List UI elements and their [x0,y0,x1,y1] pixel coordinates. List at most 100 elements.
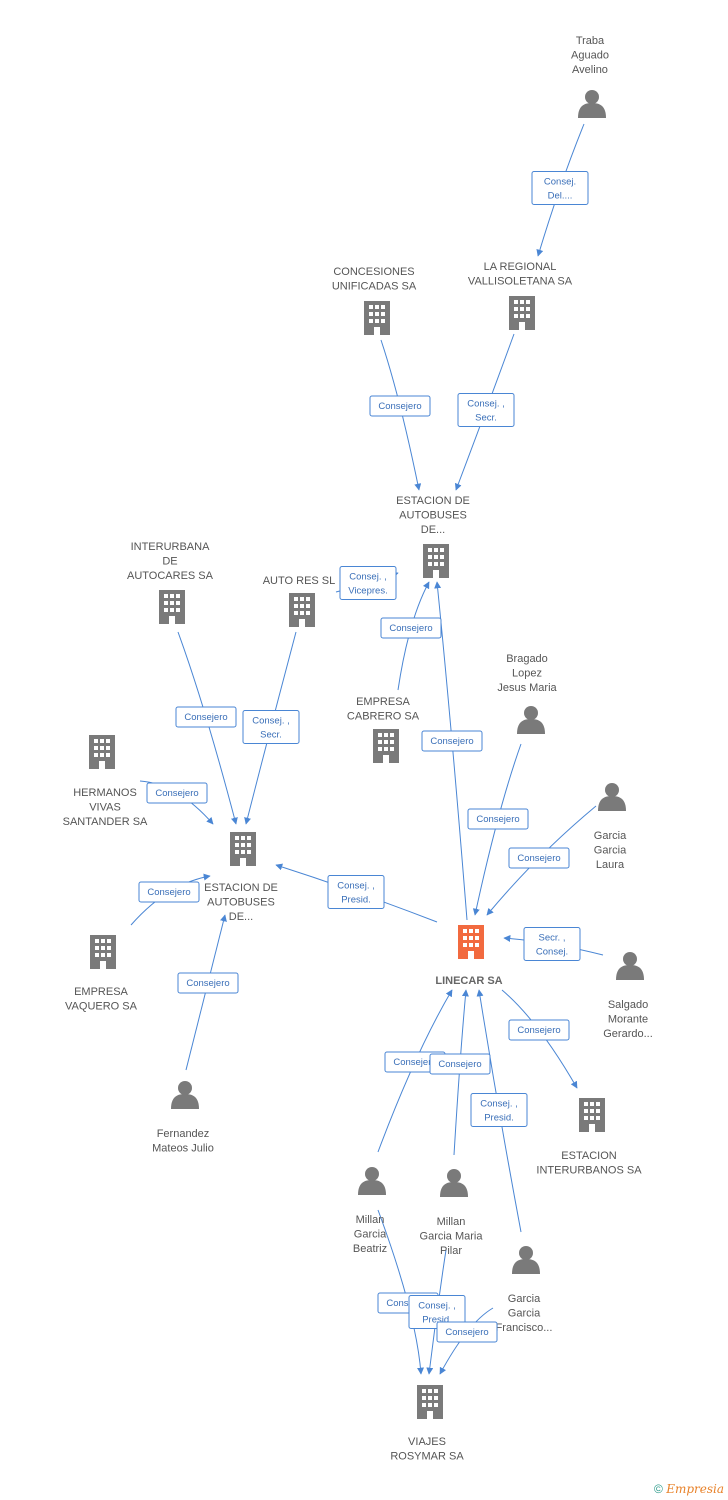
person-icon[interactable] [512,1246,540,1274]
node-label: Garcia [508,1308,541,1320]
relation-label-text: Secr. [475,413,497,424]
person-icon[interactable] [616,952,644,980]
node-label: VIAJES [408,1436,446,1448]
person-icon[interactable] [171,1081,199,1109]
node-label: DE [162,556,177,568]
node-label: CONCESIONES [333,266,414,278]
building-icon[interactable] [159,590,185,624]
relation-label-text: Presid. [341,895,371,906]
node-label: SANTANDER SA [63,816,148,828]
building-icon[interactable] [417,1385,443,1419]
building-icon[interactable] [509,296,535,330]
node-label: Gerardo... [603,1028,653,1040]
person-icon[interactable] [578,90,606,118]
person-icon[interactable] [598,783,626,811]
relation-label-concesiones-estacion1[interactable]: Consejero [369,395,431,417]
relation-label-text: Consejero [476,814,519,825]
copyright-symbol: © [654,1482,663,1496]
relation-label-text: Consejero [186,978,229,989]
node-label: Laura [596,859,625,871]
node-linecar[interactable]: LINECAR SA [435,925,503,987]
person-icon[interactable] [358,1167,386,1195]
node-label: Bragado [506,653,548,665]
node-label: VIVAS [89,802,121,814]
node-label: Millan [437,1216,466,1228]
building-icon[interactable] [458,925,484,959]
relation-label-text: Secr. [260,730,282,741]
relation-label-autores-estacion2[interactable]: Consej. ,Secr. [242,710,300,744]
relation-label-text: Consej. , [349,572,387,583]
node-label: ROSYMAR SA [390,1451,464,1463]
node-label: CABRERO SA [347,711,420,723]
node-label: UNIFICADAS SA [332,281,417,293]
relation-label-text: Consej. , [418,1301,456,1312]
node-label: AUTOBUSES [207,897,275,909]
node-label: Jesus Maria [497,682,557,694]
relation-label-linecar-estacion1[interactable]: Consejero [421,730,483,752]
relation-label-vaquero-estacion2[interactable]: Consejero [138,881,200,903]
relation-label-garciafr-viajes[interactable]: Consejero [436,1321,498,1343]
node-label: Traba [576,35,605,47]
node-label: ESTACION [561,1150,616,1162]
brand-logo: Empresia [666,1482,724,1496]
node-label: Garcia [594,845,627,857]
relation-label-garciafr-linecar[interactable]: Consej. ,Presid. [470,1093,528,1127]
relation-label-garcialaura-linecar[interactable]: Consejero [508,847,570,869]
building-icon[interactable] [90,935,116,969]
node-estacion1[interactable]: ESTACION DEAUTOBUSESDE... [396,495,470,578]
relation-label-autores-estacion1[interactable]: Consej. , Vicepres. [339,566,397,600]
building-icon[interactable] [230,832,256,866]
relation-label-text: Del.... [548,191,573,202]
building-icon[interactable] [579,1098,605,1132]
node-autores[interactable]: AUTO RES SL [263,575,336,627]
node-concesiones[interactable]: CONCESIONES UNIFICADAS SA [332,266,417,335]
relation-label-text: Consejero [517,1025,560,1036]
node-label: INTERURBANA [131,541,211,553]
node-garciafr[interactable]: GarciaGarciaFrancisco... [496,1246,553,1334]
node-salgado[interactable]: SalgadoMoranteGerardo... [603,952,653,1040]
relation-label-text: Consejero [517,853,560,864]
relation-label-regional-estacion1[interactable]: Consej. ,Secr. [457,393,515,427]
relation-label-millanp-viajes[interactable]: Consej. , Presid. [408,1295,466,1329]
relation-label-text: Consejero [147,887,190,898]
relation-label-traba-regional[interactable]: Consej.Del.... [531,171,589,205]
relation-label-fernandez-estacion2[interactable]: Consejero [177,972,239,994]
relation-label-interurbana-estacion2[interactable]: Consejero [175,706,237,728]
node-label: Pilar [440,1245,462,1257]
building-icon[interactable] [89,735,115,769]
relation-label-hermanos-estacion2[interactable]: Consejero [146,782,208,804]
node-label: Avelino [572,64,608,76]
node-label: Garcia [354,1229,387,1241]
node-viajes[interactable]: VIAJES ROSYMAR SA [390,1385,464,1463]
building-icon[interactable] [373,729,399,763]
node-label: Millan [356,1214,385,1226]
relation-label-text: Presid. [422,1315,452,1326]
node-estacion2[interactable]: ESTACION DEAUTOBUSESDE... [204,832,278,923]
building-icon[interactable] [364,301,390,335]
relation-label-salgado-linecar[interactable]: Secr. ,Consej. [523,927,581,961]
relation-label-text: Vicepres. [348,586,387,597]
node-label: Salgado [608,999,648,1011]
building-icon[interactable] [289,593,315,627]
relation-label-linecar-interurbanos[interactable]: Consejero [508,1019,570,1041]
person-icon[interactable] [517,706,545,734]
relation-label-linecar-estacion2[interactable]: Consej. ,Presid. [327,875,385,909]
node-label: ESTACION DE [204,882,278,894]
building-icon[interactable] [423,544,449,578]
person-icon[interactable] [440,1169,468,1197]
relation-label-cabrero-estacion1[interactable]: Consejero [380,617,442,639]
relation-label-bragado-linecar[interactable]: Consejero [467,808,529,830]
relation-label-millanp-linecar[interactable]: Consejero [429,1053,491,1075]
